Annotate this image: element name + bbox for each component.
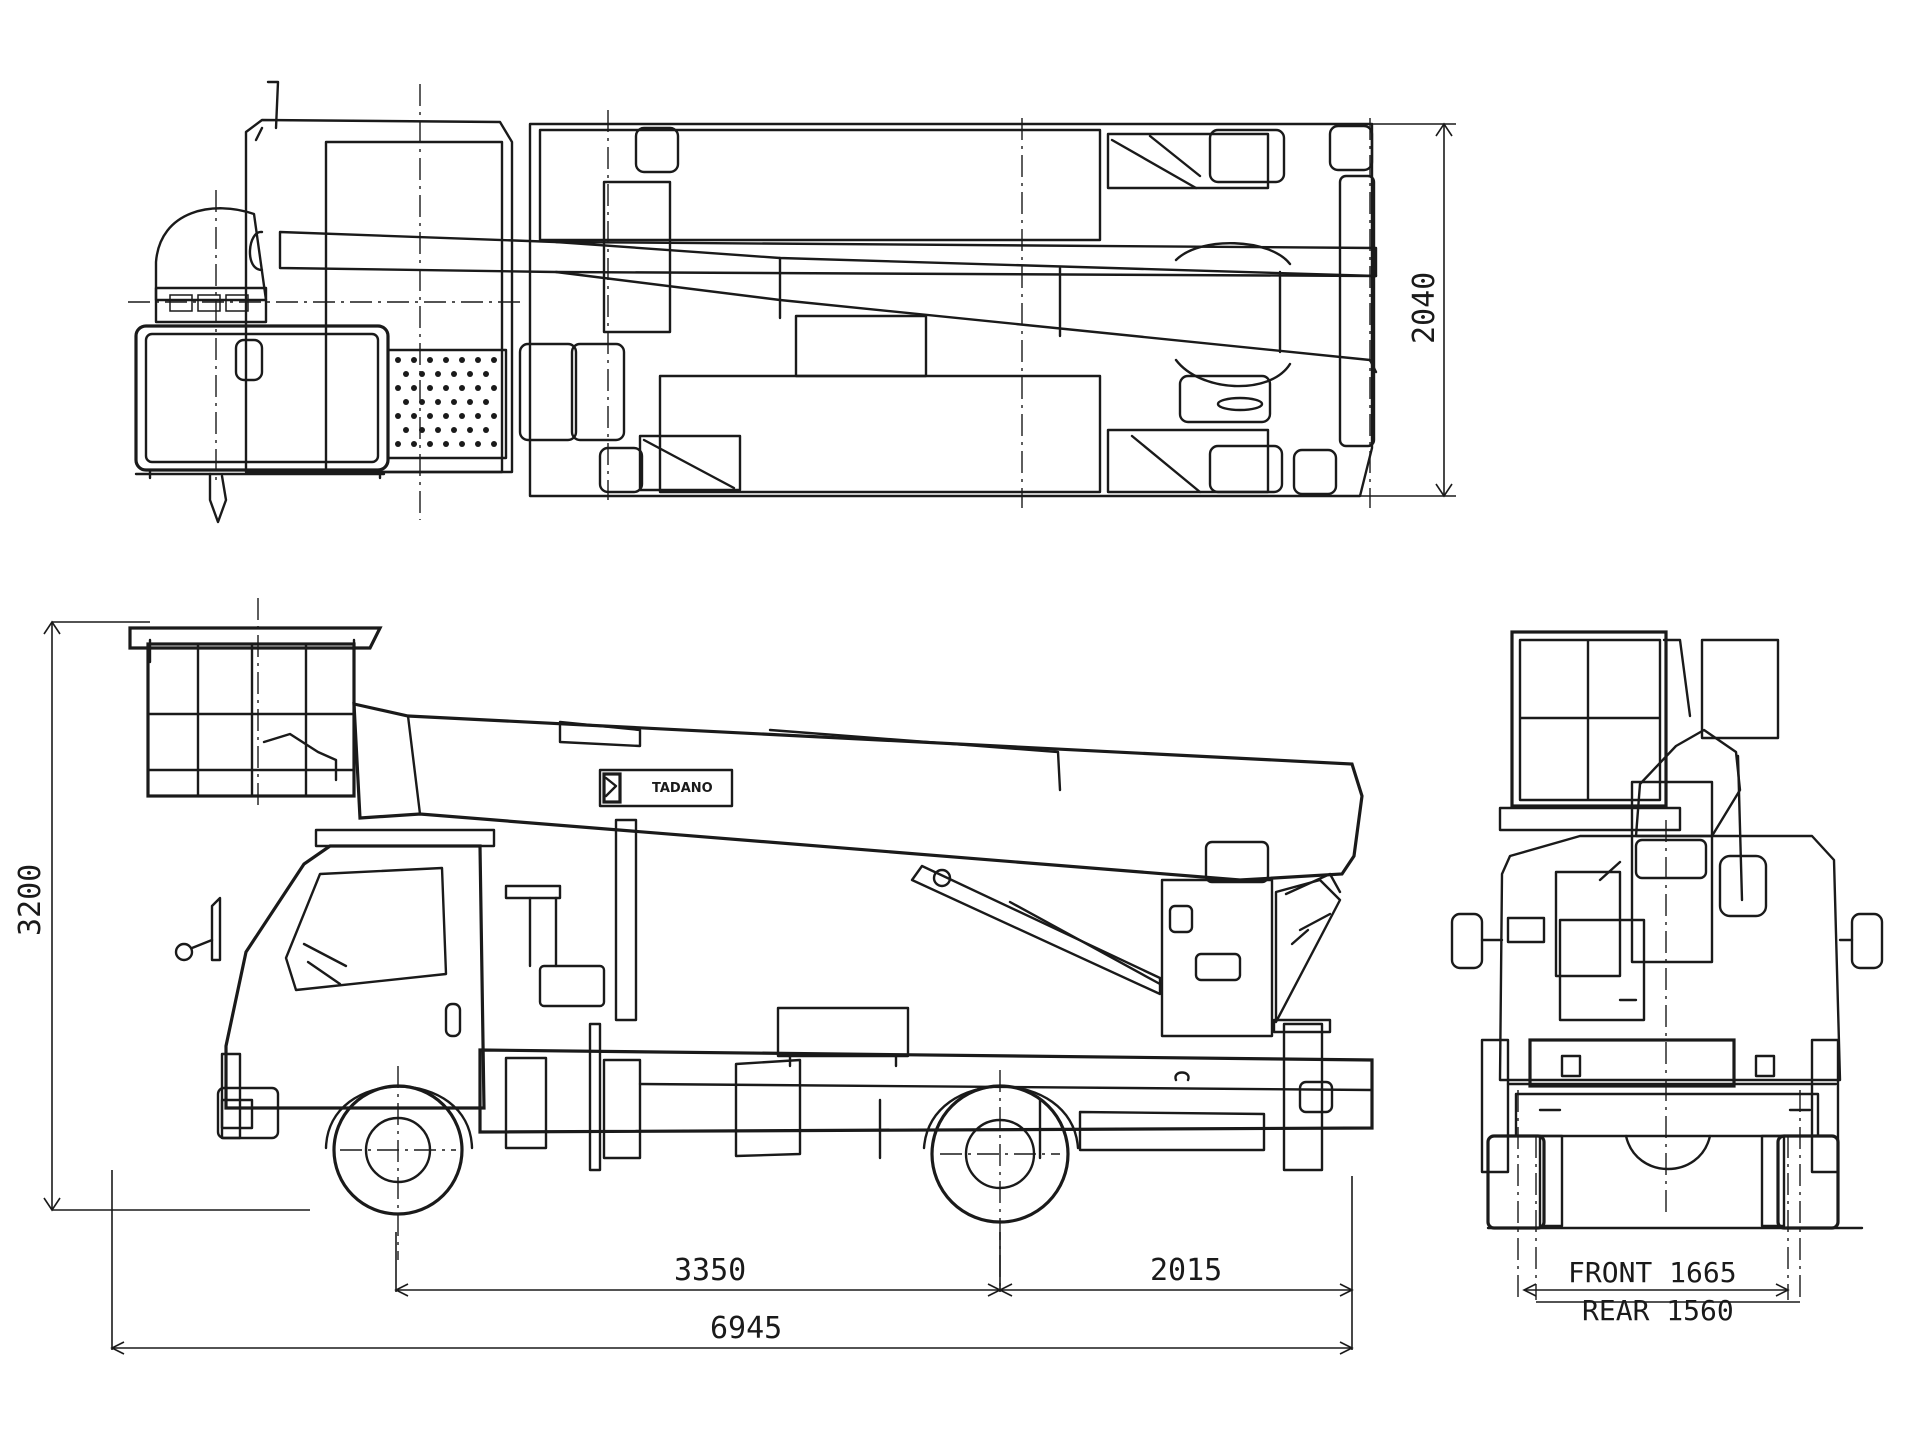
rear-view: FRONT 1665 REAR 1560 — [1450, 630, 1884, 1327]
dim-top-width: 2040 — [1407, 272, 1442, 344]
boom-logo: TADANO — [652, 781, 713, 796]
top-view: 2040 — [128, 80, 1456, 524]
dim-front-track: FRONT 1665 — [1568, 1256, 1737, 1289]
dim-overall-length: 6945 — [710, 1311, 782, 1346]
dim-front-section: 3350 — [674, 1253, 746, 1288]
dim-rear-section: 2015 — [1150, 1253, 1222, 1288]
dim-rear-track: REAR 1560 — [1582, 1294, 1734, 1327]
dim-height: 3200 — [13, 864, 48, 936]
side-view: TADANO — [13, 598, 1374, 1355]
step-plate-pattern — [395, 357, 497, 447]
